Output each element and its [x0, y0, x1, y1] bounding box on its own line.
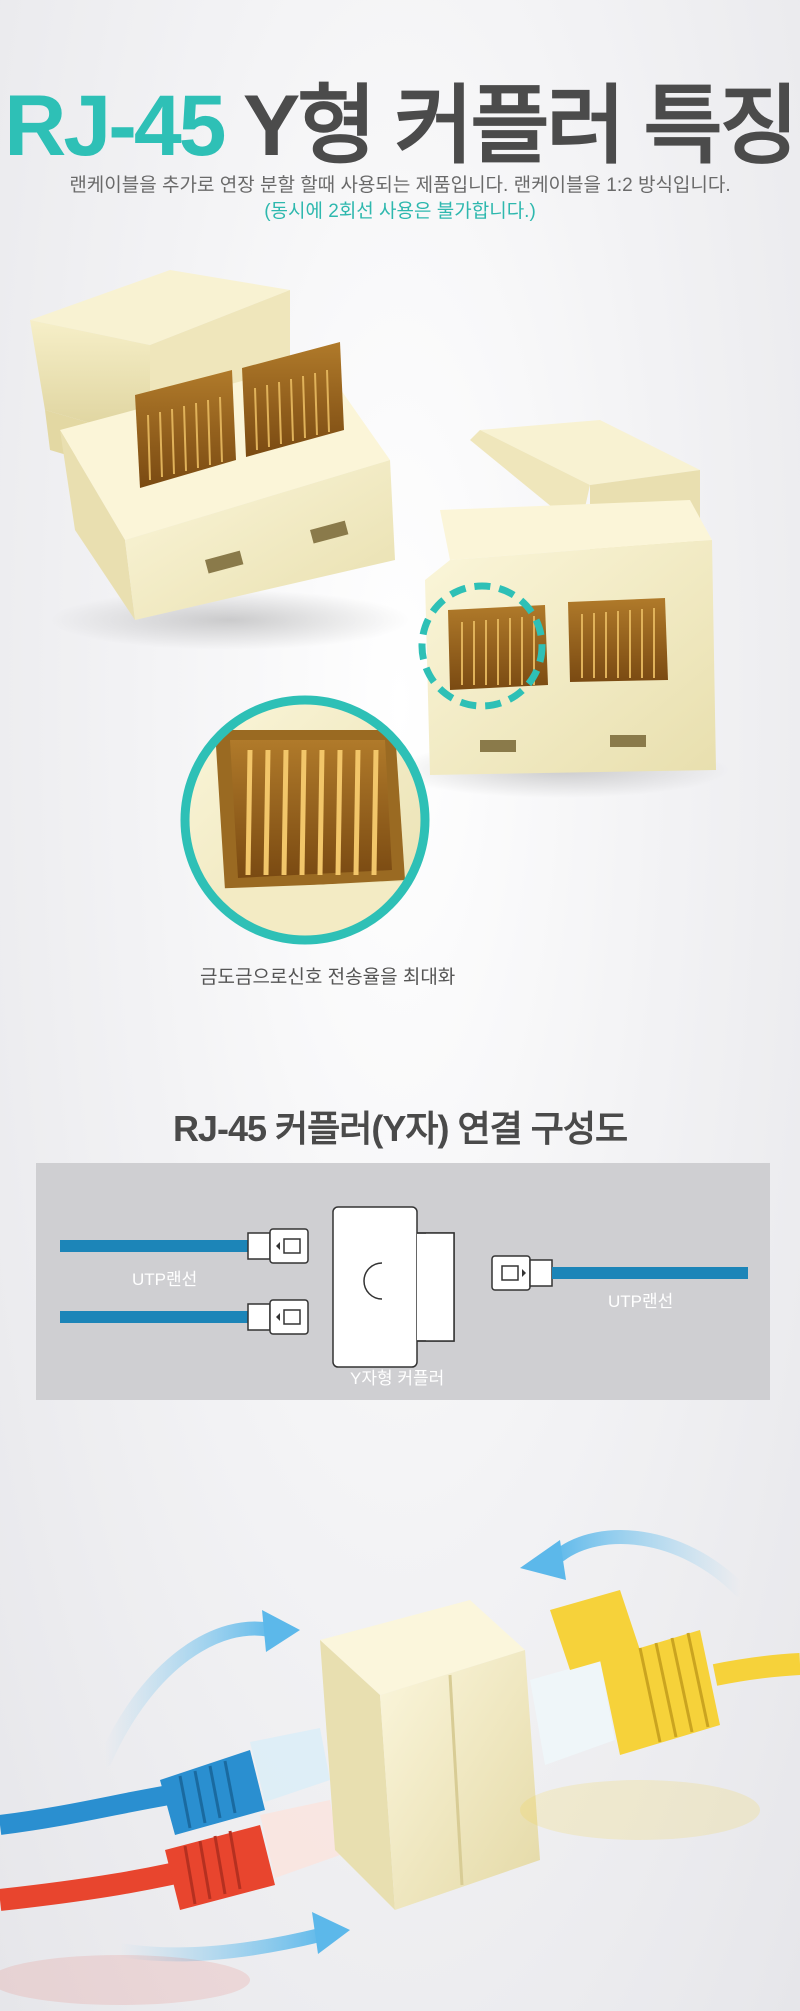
- cable-right: [552, 1267, 748, 1279]
- arrow-in-top-head: [262, 1610, 300, 1652]
- subtitle: 랜케이블을 추가로 연장 분할 할때 사용되는 제품입니다. 랜케이블을 1:2…: [69, 175, 731, 196]
- diagram-graphic: [60, 1206, 748, 1368]
- usage-coupler: [320, 1600, 540, 1910]
- left-cable-label: UTP랜선: [132, 1270, 198, 1289]
- diagram-title: RJ-45 커플러(Y자) 연결 구성도: [172, 1108, 628, 1149]
- plug-left-top: [247, 1228, 309, 1264]
- title-text: Y형 커플러 특징: [223, 78, 799, 174]
- product-illustration: [30, 270, 730, 945]
- cable-left-bottom: [60, 1311, 250, 1323]
- plug-left-bottom: [247, 1299, 309, 1335]
- arrow-in-bottom-head: [312, 1912, 350, 1954]
- coupler-right: [390, 420, 730, 798]
- highlight-dashed-circle: [418, 582, 546, 710]
- plug-right: [491, 1255, 553, 1291]
- y-coupler-shape: [332, 1206, 455, 1368]
- cable-left-top: [60, 1240, 250, 1252]
- connection-diagram: UTP랜선 UTP랜선 Y자형 커플러: [36, 1163, 770, 1400]
- page-title: RJ-45 Y형 커플러 특징: [0, 78, 800, 174]
- zoom-caption: 금도금으로신호 전송율을 최대화: [200, 967, 456, 988]
- zoom-circle: [180, 695, 430, 945]
- coupler-label: Y자형 커플러: [350, 1369, 445, 1388]
- cable-blue: [0, 1728, 330, 1835]
- cable-yellow: [530, 1590, 800, 1765]
- usage-illustration: [0, 1530, 800, 2005]
- title-accent: RJ-45: [4, 78, 226, 174]
- arrow-in-top: [98, 1621, 277, 1767]
- cable-red: [0, 1800, 340, 1911]
- right-cable-label: UTP랜선: [608, 1292, 674, 1311]
- coupler-left: [30, 270, 410, 650]
- arrow-in-bottom: [113, 1928, 327, 1962]
- arrow-out-head: [520, 1540, 566, 1580]
- usage-note: (동시에 2회선 사용은 불가합니다.): [264, 201, 536, 222]
- arrow-out: [553, 1530, 747, 1597]
